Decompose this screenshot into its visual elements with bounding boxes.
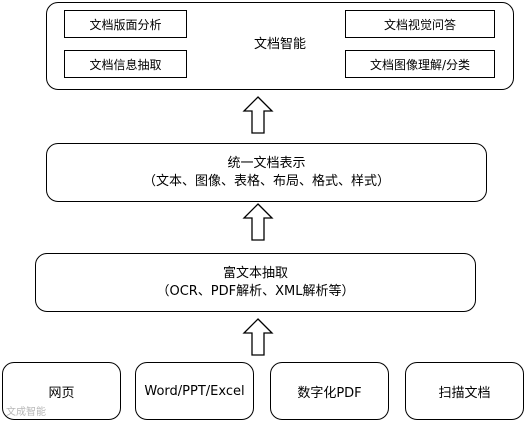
unified-representation-title: 统一文档表示	[227, 156, 306, 171]
up-arrow-3	[242, 318, 274, 356]
up-arrow-2	[242, 203, 274, 241]
rich-text-extraction-box: 富文本抽取 （OCR、PDF解析、XML解析等）	[35, 253, 476, 312]
tag-layout-analysis: 文档版面分析	[64, 10, 187, 38]
tag-information-extraction: 文档信息抽取	[64, 50, 187, 78]
unified-representation-detail: （文本、图像、表格、布局、格式、样式）	[142, 174, 390, 189]
source-office-documents: Word/PPT/Excel	[135, 362, 254, 420]
document-intelligence-title: 文档智能	[253, 37, 306, 52]
tag-visual-question-answering: 文档视觉问答	[345, 10, 495, 38]
source-scanned-document: 扫描文档	[405, 362, 524, 420]
up-arrow-1	[242, 96, 274, 134]
watermark: 文成智能	[6, 407, 46, 418]
tag-image-understanding-classification: 文档图像理解/分类	[345, 50, 495, 78]
unified-representation-box: 统一文档表示 （文本、图像、表格、布局、格式、样式）	[46, 143, 487, 202]
source-web-page: 网页	[2, 362, 121, 420]
rich-text-extraction-detail: （OCR、PDF解析、XML解析等）	[156, 284, 355, 299]
rich-text-extraction-title: 富文本抽取	[222, 266, 288, 281]
source-digital-pdf: 数字化PDF	[270, 362, 389, 420]
